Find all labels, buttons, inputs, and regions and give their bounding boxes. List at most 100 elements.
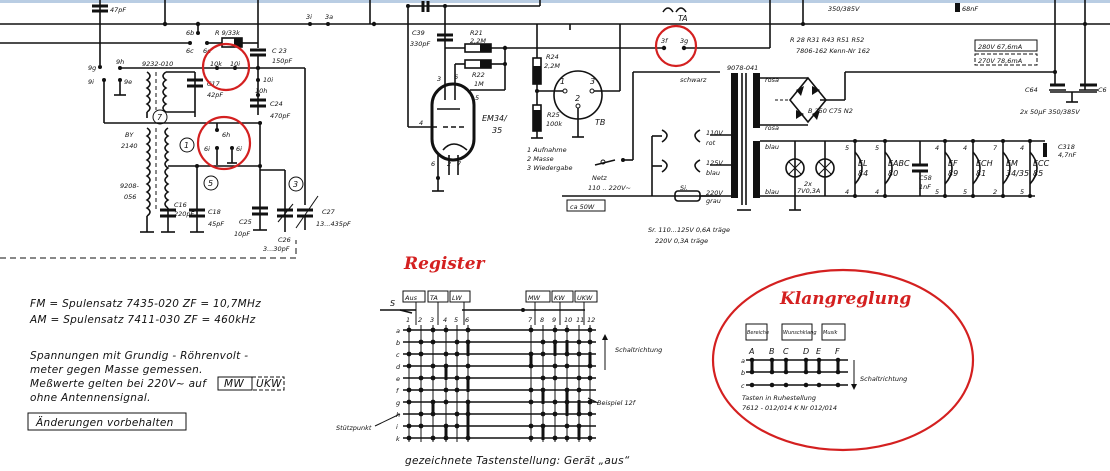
schematic-label: 6c — [186, 47, 194, 55]
register-contact-dot — [454, 387, 460, 393]
schematic-label: 350/385V — [828, 5, 860, 13]
klangreglung-diagram: Klangreglung Schaltrichtung Tasten in Ru… — [741, 289, 911, 412]
tube-type: 89 — [948, 169, 958, 178]
schematic-label: 10pF — [234, 230, 250, 238]
schematic-label: TB — [595, 118, 605, 127]
schematic-label: 6b — [186, 29, 194, 37]
klang-contact-dot — [816, 369, 822, 375]
register-key-label: LW — [452, 294, 462, 302]
klang-contact-dot — [769, 382, 775, 388]
tube-pin-top: 5 — [875, 144, 879, 152]
schematic-label: 6 — [454, 73, 458, 81]
tube-type: 34/35 — [1006, 169, 1029, 178]
schematic-label: 280V 67,6mA — [978, 43, 1022, 51]
register-contact-dot — [552, 327, 558, 333]
schematic-label: 3 — [590, 77, 595, 86]
junction-dot — [883, 194, 887, 198]
register-contact-dot — [430, 339, 436, 345]
schematic-label: 7 — [457, 160, 462, 168]
schematic-label: 45pF — [208, 220, 224, 228]
junction-dot — [1028, 139, 1032, 143]
klang-contact-dot — [749, 369, 755, 375]
schematic-label: 1M — [474, 80, 484, 88]
register-contact-dot — [587, 399, 593, 405]
schematic-label: 7V0,3A — [797, 187, 820, 195]
klang-contact-dot — [835, 357, 841, 363]
schematic-label: 3i — [306, 13, 312, 21]
register-contact-dot — [443, 327, 449, 333]
register-contact-dot — [576, 375, 582, 381]
klang-contact-dot — [803, 369, 809, 375]
klang-contact-dot — [783, 382, 789, 388]
schematic-label: 110V — [706, 129, 723, 137]
schematic-label: grau — [706, 197, 721, 205]
junction-dot — [971, 139, 975, 143]
klang-contact-dot — [803, 382, 809, 388]
schematic-label: B 250 C75 N2 — [808, 107, 853, 115]
schematic-label: 3f — [661, 37, 669, 45]
schematic-label: Netz — [592, 174, 607, 182]
klang-row-label: a — [741, 357, 745, 365]
left-schematic: 7 1 5 3 47pF 3i 3a 6b R 9/33k 6c 6e C 23… — [0, 0, 351, 259]
junction-dot — [853, 194, 857, 198]
fm-note: FM = Spulensatz 7435-020 ZF = 10,7MHz — [30, 298, 261, 310]
register-contact-dot — [430, 375, 436, 381]
register-contact-dot — [528, 399, 534, 405]
register-contact-dot — [576, 339, 582, 345]
am-note: AM = Spulensatz 7411-030 ZF = 460kHz — [29, 314, 256, 326]
tube-pin-top: 7 — [993, 144, 998, 152]
schematic-label: 220V — [706, 189, 723, 197]
klang-column-label: B — [769, 347, 775, 356]
register-row-label: k — [396, 435, 400, 443]
schematic-label: 9h — [116, 58, 124, 66]
register-contact-dot — [540, 351, 546, 357]
register-contact-bar — [577, 400, 581, 416]
schematic-label: C16 — [174, 201, 187, 209]
register-contact-dot — [528, 423, 534, 429]
klang-contact-dot — [783, 369, 789, 375]
schematic-label: 1 — [560, 77, 565, 86]
register-contact-bar — [466, 376, 470, 392]
klang-key-box — [745, 323, 768, 341]
klang-contact-dot — [816, 382, 822, 388]
register-key-box — [402, 290, 426, 303]
register-contact-bar — [565, 388, 569, 416]
schematic-label: 2,2M — [544, 62, 560, 70]
right-schematic — [651, 0, 1098, 211]
klang-contact-dot — [803, 357, 809, 363]
schematic-label: blau — [765, 143, 779, 151]
schematic-label: R24 — [546, 53, 559, 61]
schematic-label: 056 — [124, 193, 136, 201]
highlight-circle-10k-10i — [201, 42, 251, 92]
register-contact-dot — [564, 423, 570, 429]
register-contact-dot — [552, 435, 558, 441]
register-contact-dot — [406, 327, 412, 333]
register-key-box — [551, 290, 574, 303]
register-contact-dot — [552, 411, 558, 417]
register-contact-dot — [587, 435, 593, 441]
register-contact-dot — [528, 327, 534, 333]
schematic-label: 3g — [680, 37, 688, 45]
register-contact-bar — [431, 400, 435, 416]
klang-key-box — [821, 323, 846, 341]
circled-number-1 — [179, 137, 195, 153]
register-key-box — [525, 290, 551, 303]
register-contact-dot — [564, 363, 570, 369]
top-band — [0, 0, 1110, 3]
schematic-label: C25 — [239, 218, 252, 226]
schematic-label: 9208- — [120, 182, 140, 190]
tube-type: 84 — [858, 169, 868, 178]
register-contact-dot — [406, 351, 412, 357]
schematic-label: Tasten in Ruhestellung — [742, 394, 816, 402]
schematic-label: 47pF — [110, 6, 126, 14]
circled-number-label: 5 — [208, 179, 213, 188]
register-contact-dot — [454, 351, 460, 357]
schematic-label: Stützpunkt — [336, 424, 372, 432]
tube-pin-bottom: 5 — [1020, 188, 1024, 196]
schematic-label: rosa — [765, 76, 779, 84]
schematic-label: ca 50W — [570, 203, 595, 211]
schematic-label: 1 Aufnahme — [527, 146, 567, 154]
tube-name: EM — [1006, 159, 1018, 168]
register-contact-bar — [553, 340, 557, 356]
middle-schematic: C39 330pF R21 2,2M R22 1M R24 2,2M 3 6 5… — [330, 0, 1110, 212]
